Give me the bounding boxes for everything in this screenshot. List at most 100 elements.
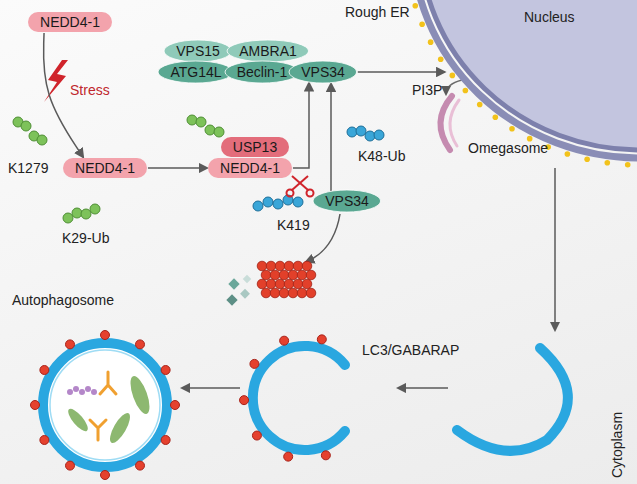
ribosome	[584, 156, 590, 162]
proteasome-subunit	[302, 261, 312, 271]
complex-subunit: AMBRA1	[227, 41, 309, 61]
peptide-fragments	[226, 275, 251, 306]
ribosome	[428, 39, 434, 45]
proteasome-subunit	[266, 279, 276, 289]
proteasome-subunit	[266, 261, 276, 271]
ubiquitin	[37, 135, 47, 145]
proteasome-subunit	[275, 279, 285, 289]
autophagosome-membrane	[43, 343, 167, 467]
text-label: K29-Ub	[62, 230, 109, 246]
proteasome-subunit	[302, 279, 312, 289]
text-label: Stress	[70, 82, 110, 98]
node-label: VPS15	[176, 43, 220, 59]
protein-pill: NEDD4-1	[28, 12, 112, 32]
text-label: Rough ER	[345, 4, 410, 20]
proteasome-subunit	[279, 288, 289, 298]
text-label: K48-Ub	[358, 148, 405, 164]
proteasome-subunit	[306, 270, 316, 280]
node-label: AMBRA1	[239, 43, 297, 59]
flow-arrow	[182, 387, 240, 389]
proteasome-subunit	[279, 270, 289, 280]
text-label: Autophagosome	[12, 292, 114, 308]
proteasome-subunit	[288, 270, 298, 280]
node-label: Nucleus	[524, 7, 575, 27]
ubiquitin	[365, 131, 375, 141]
node-label: NEDD4-1	[75, 160, 135, 176]
proteasome	[257, 261, 316, 298]
ubiquitin-chains	[13, 115, 384, 223]
degradation-arrow	[306, 214, 340, 262]
ribosome	[565, 151, 571, 157]
cargo	[127, 374, 154, 416]
lc3-dot	[66, 461, 75, 470]
arrow-connector	[293, 83, 309, 168]
ubiquitin	[63, 213, 73, 223]
text-label: PI3P	[412, 82, 442, 98]
lc3-dot	[284, 452, 293, 461]
proteasome-subunit	[275, 261, 285, 271]
lc3-dot	[240, 396, 249, 405]
proteasome-subunit	[284, 261, 294, 271]
node-label: USP13	[233, 139, 277, 155]
ribosome	[604, 160, 610, 166]
stress-bolt	[44, 60, 68, 102]
complex-subunit: Beclin-1	[225, 62, 300, 82]
ubiquitin	[214, 127, 224, 137]
ribosome	[450, 73, 456, 79]
arrow-connector	[330, 84, 332, 191]
ubiquitin	[293, 197, 303, 207]
lc3-dot	[40, 436, 49, 445]
protein-pill: USP13	[221, 137, 289, 157]
protein-pill: NEDD4-1	[63, 158, 147, 178]
arrow-connector	[148, 167, 207, 169]
ubiquitin	[90, 204, 100, 214]
ubiquitin	[273, 199, 283, 209]
ubiquitin	[21, 121, 31, 131]
ubiquitin	[263, 197, 273, 207]
ribosome	[477, 102, 483, 108]
proteasome-subunit	[270, 270, 280, 280]
node-label: VPS34	[325, 193, 369, 209]
proteasome-subunit	[293, 279, 303, 289]
lc3-dot	[40, 366, 49, 375]
proteasome-subunit	[306, 288, 316, 298]
lc3-dot	[101, 471, 110, 480]
lc3-dot	[101, 331, 110, 340]
proteasome-subunit	[261, 288, 271, 298]
lc3-dot	[31, 401, 40, 410]
ribosome	[625, 162, 631, 168]
node-label: Beclin-1	[237, 64, 288, 80]
protein-ellipse: VPS34	[313, 191, 381, 211]
nuclear-envelope	[420, 0, 637, 150]
ubiquitin	[356, 126, 366, 136]
rough-er	[412, 0, 637, 158]
lc3-dot	[136, 461, 145, 470]
phagophore	[457, 348, 568, 451]
text-label: LC3/GABARAP	[362, 342, 459, 358]
complex-subunit: VPS34	[289, 62, 357, 82]
proteasome-subunit	[284, 279, 294, 289]
nucleus: Nucleus	[420, 0, 637, 150]
node-label: ATG14L	[170, 64, 221, 80]
node-label: NEDD4-1	[40, 14, 100, 30]
protein-pill: NEDD4-1	[208, 158, 292, 178]
cargo	[65, 406, 91, 434]
proteasome-subunit	[297, 288, 307, 298]
text-label: K419	[277, 217, 310, 233]
lc3-dot	[66, 340, 75, 349]
ubiquitin	[81, 209, 91, 219]
autophagosome-membrane	[50, 350, 160, 460]
proteasome-subunit	[297, 270, 307, 280]
flow-arrow	[554, 168, 556, 330]
lc3-dot	[280, 336, 289, 345]
text-label: Omegasome	[468, 140, 548, 156]
lc3-dot	[136, 340, 145, 349]
lc3-dots	[31, 331, 331, 480]
ubiquitin	[253, 201, 263, 211]
proteasome-subunit	[261, 270, 271, 280]
lc3-dot	[161, 366, 170, 375]
lc3-dot	[317, 335, 326, 344]
lc3-dot	[252, 431, 261, 440]
proteasome-subunit	[257, 261, 267, 271]
scissors	[287, 176, 314, 197]
